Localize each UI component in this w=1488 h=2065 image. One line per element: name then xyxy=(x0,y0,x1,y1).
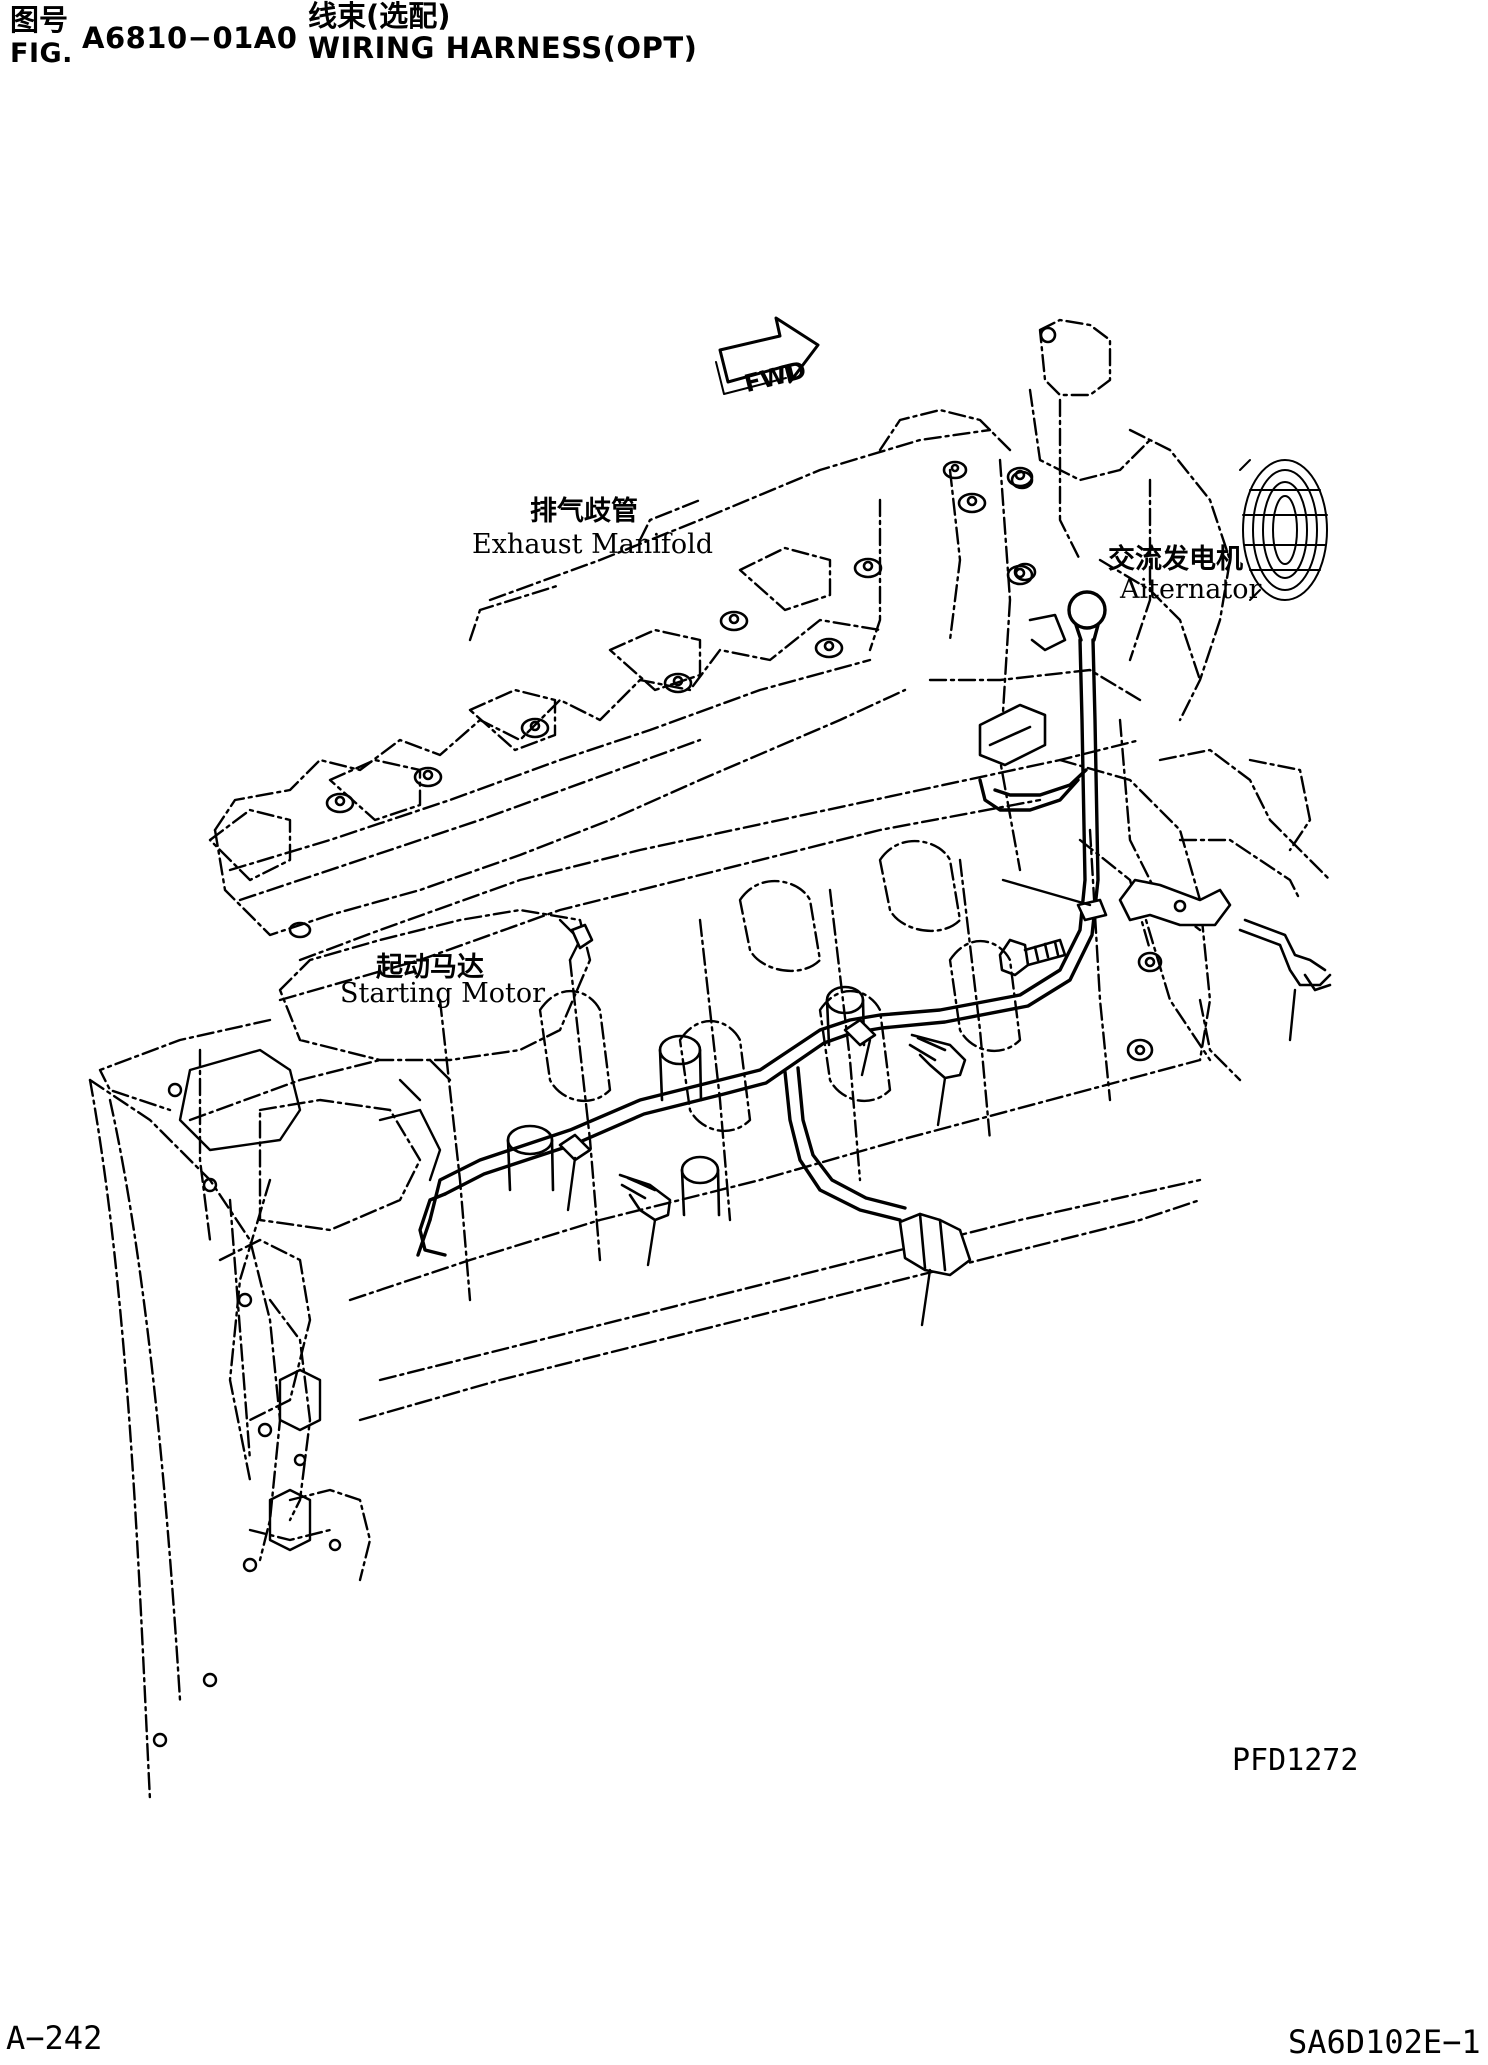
page-number: A−242 xyxy=(6,2019,103,2057)
fig-label-en: FIG. xyxy=(10,38,73,69)
starting-motor xyxy=(98,908,592,1482)
drawing-code: PFD1272 xyxy=(1232,1743,1359,1778)
exhaust-manifold-label-en: Exhaust Manifold xyxy=(472,529,713,560)
starting-motor-label-cn: 起动马达 xyxy=(376,952,484,983)
title-en: WIRING HARNESS(OPT) xyxy=(308,31,698,65)
bolt-icon xyxy=(1238,918,1332,992)
bolt-icon xyxy=(618,1173,672,1222)
exhaust-manifold xyxy=(208,408,1012,937)
fwd-arrow-label: FWD xyxy=(741,356,809,398)
fig-number: A6810−01A0 xyxy=(82,21,298,55)
fwd-arrow-icon xyxy=(715,316,820,395)
fig-label-cn: 图号 xyxy=(10,3,69,37)
bolt-icon xyxy=(908,1033,967,1080)
title-cn: 线束(选配) xyxy=(308,0,451,33)
bolts xyxy=(618,918,1332,1222)
flywheel-housing xyxy=(88,1078,372,1802)
bolt-icon xyxy=(998,938,1067,977)
starting-motor-label-en: Starting Motor xyxy=(340,978,545,1009)
block-plugs xyxy=(506,951,1163,1217)
cylinder-block xyxy=(278,738,1212,1422)
exhaust-manifold-label-cn: 排气歧管 xyxy=(530,496,638,527)
model-code: SA6D102E−1 xyxy=(1288,2023,1481,2061)
harness-connectors xyxy=(558,613,1232,1277)
alternator-label-cn: 交流发电机 xyxy=(1108,543,1243,575)
flywheel-bolts xyxy=(152,1082,342,1748)
alternator-bolts xyxy=(1010,326,1057,582)
alternator-label-en: Aiternator xyxy=(1119,574,1261,605)
leader-lines xyxy=(566,878,1297,1327)
alternator-pulley-icon xyxy=(1239,459,1328,601)
manifold-bolts xyxy=(288,460,1034,939)
alternator xyxy=(928,318,1332,1082)
